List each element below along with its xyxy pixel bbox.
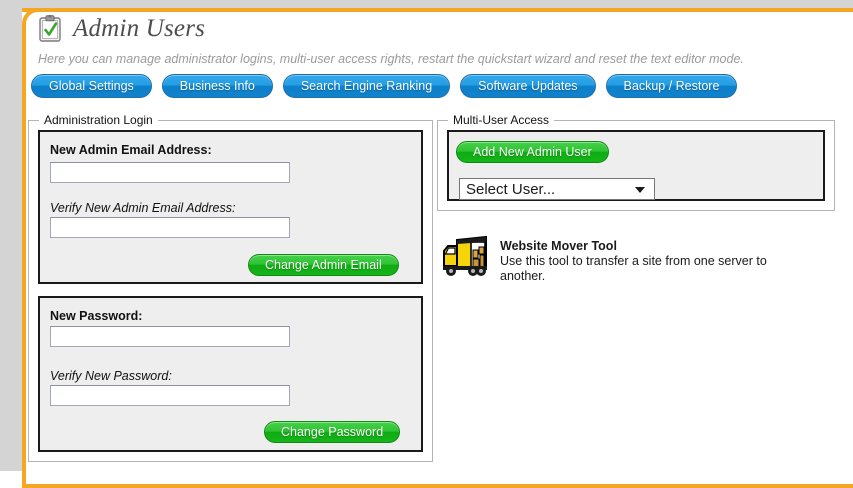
administration-login-fieldset: Administration Login <box>28 113 433 462</box>
mover-tool-title: Website Mover Tool <box>500 239 617 253</box>
title-row: Admin Users <box>38 14 838 44</box>
new-password-input[interactable] <box>50 326 290 347</box>
page-title: Admin Users <box>73 15 206 42</box>
select-user-dropdown[interactable]: Select User... <box>459 178 655 200</box>
browser-chrome-left <box>0 0 22 471</box>
verify-new-admin-email-label: Verify New Admin Email Address: <box>50 201 236 215</box>
nav-business-info[interactable]: Business Info <box>161 74 273 98</box>
clipboard-check-icon <box>39 15 61 42</box>
change-password-button[interactable]: Change Password <box>264 421 401 443</box>
verify-new-admin-email-input[interactable] <box>50 217 290 238</box>
add-new-admin-user-button[interactable]: Add New Admin User <box>456 141 609 163</box>
new-admin-email-label: New Admin Email Address: <box>50 143 212 157</box>
website-mover-tool[interactable]: Website Mover Tool Use this tool to tran… <box>440 233 780 284</box>
moving-truck-icon <box>443 235 487 276</box>
change-email-panel: New Admin Email Address: Verify New Admi… <box>38 130 423 284</box>
administration-login-legend: Administration Login <box>39 113 158 127</box>
content-frame-top-accent <box>22 8 853 12</box>
page-subtitle: Here you can manage administrator logins… <box>38 52 744 66</box>
select-user-value: Select User... <box>466 180 556 198</box>
browser-chrome-top <box>0 0 853 8</box>
chevron-down-icon <box>635 187 645 193</box>
change-admin-email-button[interactable]: Change Admin Email <box>248 254 399 276</box>
nav-backup-restore[interactable]: Backup / Restore <box>605 74 738 98</box>
multi-user-access-legend: Multi-User Access <box>448 113 555 127</box>
new-admin-email-input[interactable] <box>50 162 290 183</box>
new-password-label: New Password: <box>50 309 143 323</box>
page-header: Admin Users Here you can manage administ… <box>38 14 838 66</box>
nav-software-updates[interactable]: Software Updates <box>460 74 596 98</box>
verify-new-password-label: Verify New Password: <box>50 369 172 383</box>
verify-new-password-input[interactable] <box>50 385 290 406</box>
mover-text-block: Website Mover Tool Use this tool to tran… <box>500 233 790 284</box>
section-nav-bar: Global Settings Business Info Search Eng… <box>31 74 738 98</box>
mover-tool-description: Use this tool to transfer a site from on… <box>500 254 767 283</box>
multi-user-access-fieldset: Multi-User Access <box>437 113 835 211</box>
nav-search-engine-ranking[interactable]: Search Engine Ranking <box>282 74 451 98</box>
change-password-panel: New Password: Verify New Password: Chang… <box>38 296 423 452</box>
nav-global-settings[interactable]: Global Settings <box>31 74 152 98</box>
